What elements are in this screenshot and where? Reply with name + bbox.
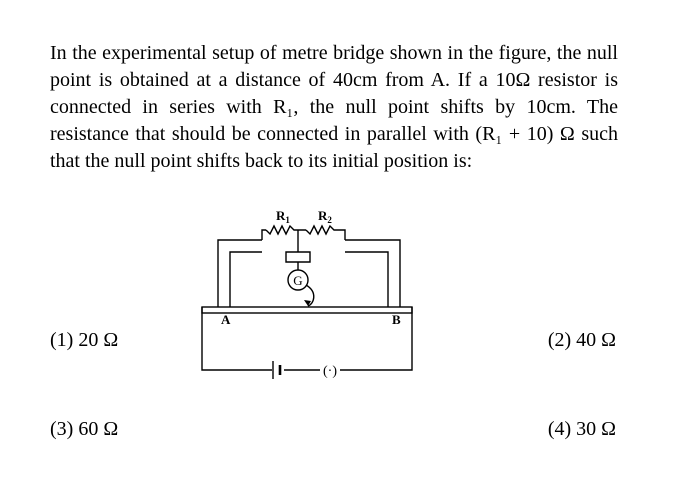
r1-resistor xyxy=(265,224,298,236)
r2-lead xyxy=(340,229,346,240)
r1-subscript: 1 xyxy=(285,215,290,225)
point-a-label: A xyxy=(221,312,231,327)
svg-text:R2: R2 xyxy=(318,208,332,225)
r2-label: R xyxy=(318,208,328,223)
center-junction xyxy=(297,229,306,238)
metre-bridge-diagram: G R1 R2 A B (·) xyxy=(201,208,413,379)
r2-resistor xyxy=(305,224,340,236)
option-3[interactable]: (3) 60 Ω xyxy=(50,418,119,440)
r1-lead xyxy=(261,229,266,240)
galvanometer-icon xyxy=(287,269,309,291)
right-copper-strip xyxy=(345,239,401,307)
option-2[interactable]: (2) 40 Ω xyxy=(547,329,616,351)
bridge-wire xyxy=(201,306,413,314)
left-copper-strip xyxy=(217,239,262,307)
key-label: (·) xyxy=(323,364,337,379)
r1-label: R xyxy=(276,208,286,223)
jockey-wire xyxy=(305,284,315,307)
question-text: In the experimental setup of metre bridg… xyxy=(50,42,618,172)
middle-strip xyxy=(285,251,311,263)
battery-icon xyxy=(272,361,282,379)
r2-subscript: 2 xyxy=(327,215,332,225)
jockey-arrow-icon xyxy=(304,300,311,306)
point-b-label: B xyxy=(392,312,401,327)
svg-text:R1: R1 xyxy=(276,208,290,225)
galvanometer-label: G xyxy=(293,273,302,288)
option-4[interactable]: (4) 30 Ω xyxy=(547,418,616,440)
battery-circuit xyxy=(201,307,413,371)
option-1[interactable]: (1) 20 Ω xyxy=(50,329,119,351)
